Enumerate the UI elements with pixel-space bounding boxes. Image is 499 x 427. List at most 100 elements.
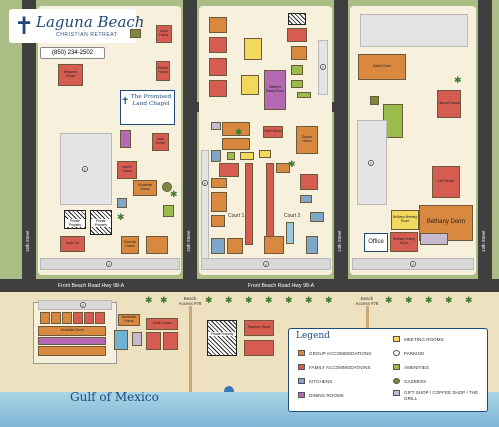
legend-family-accommodations: FAMILY ACCOMMODATIONS bbox=[298, 364, 371, 370]
jerusalem-dining bbox=[38, 337, 106, 345]
palm-icon: ✱ bbox=[288, 159, 296, 169]
private-property-beach: Private Property bbox=[207, 320, 237, 356]
building-center-14 bbox=[227, 238, 243, 254]
legend-swatch bbox=[298, 350, 305, 356]
building-center-3 bbox=[291, 46, 307, 60]
palm-icon: ✱ bbox=[405, 295, 413, 305]
building-west-dining bbox=[120, 130, 131, 148]
phone-number[interactable]: (850) 234-2502 bbox=[40, 47, 105, 59]
building-center-11 bbox=[300, 174, 318, 190]
court-1-label: Court 1 bbox=[228, 213, 245, 219]
building-court1-row bbox=[245, 163, 253, 245]
front-beach-road-label-west: Front Beach Road Hwy 98-A bbox=[58, 283, 125, 289]
building-marthas: Martha's Dining Room bbox=[264, 70, 286, 110]
logo-tagline: CHRISTIAN RETREAT bbox=[56, 32, 118, 38]
office-label: Office bbox=[368, 238, 384, 245]
building-benjamin: Benjamin House bbox=[58, 64, 83, 86]
parking-icon: P bbox=[368, 160, 374, 166]
legend-label: PARKING bbox=[404, 350, 425, 356]
amenity-center-3 bbox=[297, 92, 311, 98]
gazebo-west-top bbox=[130, 29, 141, 38]
office-building[interactable]: Office bbox=[364, 233, 388, 252]
road-13th-street bbox=[478, 0, 492, 300]
palm-icon: ✱ bbox=[170, 189, 178, 199]
palm-icon: ✱ bbox=[425, 295, 433, 305]
kitchen-center-1 bbox=[211, 150, 221, 162]
parking-icon bbox=[393, 350, 400, 356]
building-center-7 bbox=[222, 138, 250, 150]
legend-group-accommodations: GROUP ACCOMMODATIONS bbox=[298, 350, 371, 356]
jerusalem-unit-3 bbox=[62, 312, 72, 324]
palm-icon: ✱ bbox=[205, 295, 213, 305]
building-center-8 bbox=[219, 163, 239, 177]
gift-shop-east bbox=[420, 233, 448, 245]
building-center-15 bbox=[264, 236, 284, 254]
parking-jerusalem bbox=[38, 300, 112, 310]
court-2-label: Court 2 bbox=[284, 213, 301, 219]
palm-icon: ✱ bbox=[235, 127, 243, 137]
road-16th-street bbox=[22, 0, 36, 300]
amenity-west bbox=[163, 205, 174, 217]
legend-label: GIFT SHOP / COFFEE SHOP / THE GRILL bbox=[404, 390, 479, 401]
legend-panel bbox=[288, 328, 488, 412]
bethany-dorm-label: Bethany Dorm bbox=[426, 219, 466, 226]
street-15th-label: 15th Street bbox=[186, 230, 191, 252]
logo-card bbox=[9, 9, 136, 43]
palm-icon: ✱ bbox=[245, 295, 253, 305]
private-label: Private Property bbox=[91, 219, 111, 227]
parking-icon: P bbox=[410, 261, 416, 267]
legend-kitchens: KITCHENS bbox=[298, 378, 332, 384]
kitchen-center-4 bbox=[211, 238, 225, 254]
building-gideon: Gideon House bbox=[296, 126, 318, 154]
legend-gift-shop: GIFT SHOP / COFFEE SHOP / THE GRILL bbox=[393, 390, 483, 401]
kitchen-center-5 bbox=[306, 236, 318, 254]
gazebo-east bbox=[370, 96, 379, 105]
private-label: Private Property bbox=[208, 332, 236, 337]
jerusalem-unit-1 bbox=[40, 312, 50, 324]
amenity-center-4 bbox=[227, 152, 235, 160]
building-center-top-left bbox=[209, 17, 227, 33]
palm-icon: ✱ bbox=[454, 75, 462, 85]
building-shannon: Shannon House bbox=[244, 320, 274, 336]
building-levi: Levi House bbox=[432, 166, 460, 198]
road-14th-street bbox=[334, 0, 348, 280]
parking-strip-center-left bbox=[201, 150, 209, 260]
logo-name: Laguna Beach bbox=[36, 13, 145, 31]
gulf-of-mexico-label: Gulf of Mexico bbox=[70, 390, 159, 404]
jerusalem-dorm: Jerusalem Dorm bbox=[38, 326, 106, 336]
front-beach-road-label-east: Front Beach Road Hwy 98-A bbox=[248, 283, 315, 289]
palm-icon: ✱ bbox=[385, 295, 393, 305]
building-nehemiah: Nehemiah House bbox=[118, 314, 140, 326]
building-david-inn: David Inn bbox=[60, 236, 85, 252]
building-center-6 bbox=[222, 122, 250, 136]
building-center-4 bbox=[209, 58, 227, 76]
legend-label: FAMILY ACCOMMODATIONS bbox=[309, 364, 371, 370]
road-15th-street bbox=[183, 0, 197, 280]
building-jonah: Jonah House bbox=[146, 318, 178, 330]
palm-icon: ✱ bbox=[117, 212, 125, 222]
building-center-2 bbox=[287, 28, 307, 42]
legend-meeting-rooms: MEETING ROOMS bbox=[393, 336, 444, 342]
beach-access-79-path bbox=[189, 306, 192, 392]
palm-icon: ✱ bbox=[145, 295, 153, 305]
palm-icon: ✱ bbox=[465, 295, 473, 305]
gazebo-west-mid bbox=[162, 182, 172, 192]
legend-swatch bbox=[393, 390, 400, 396]
beach-umbrella-icon bbox=[224, 386, 234, 392]
legend-label: GAZEBOS bbox=[404, 378, 427, 384]
parking-icon: P bbox=[320, 64, 326, 70]
promised-land-chapel-label: The Promised Land Chapel bbox=[130, 94, 172, 107]
street-14th-label: 14th Street bbox=[337, 230, 342, 252]
legend-amenities: AMENITIES bbox=[393, 364, 429, 370]
legend-swatch bbox=[298, 392, 305, 398]
meeting-room-center-3 bbox=[240, 152, 254, 160]
palm-icon: ✱ bbox=[305, 295, 313, 305]
building-center-1 bbox=[209, 37, 227, 53]
parking-icon: P bbox=[202, 180, 208, 186]
building-solomon: Solomon House bbox=[121, 236, 139, 254]
building-center-10 bbox=[276, 163, 290, 173]
street-16th-label: 16th Street bbox=[25, 230, 30, 252]
meeting-room-center-2 bbox=[241, 75, 259, 95]
legend-label: MEETING ROOMS bbox=[404, 336, 444, 342]
legend-swatch bbox=[393, 336, 400, 342]
